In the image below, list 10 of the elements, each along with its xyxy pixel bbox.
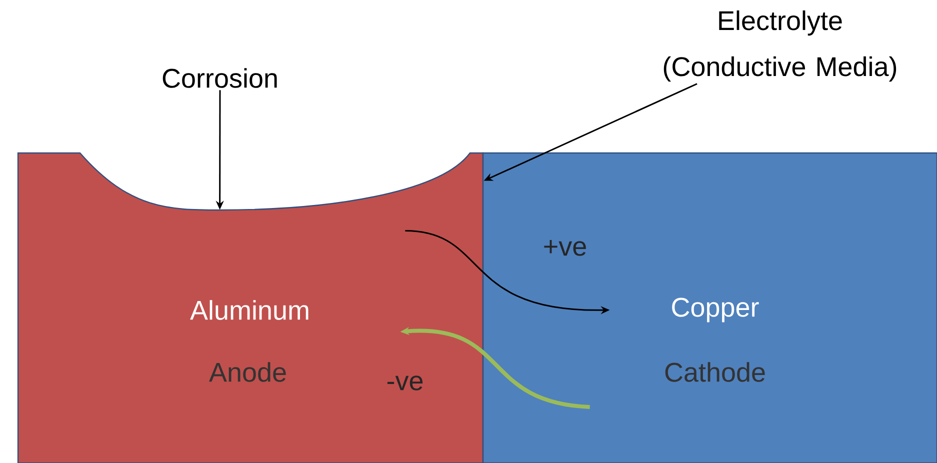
callout-text: Corrosion [162,68,277,88]
block-label: Anode [209,362,286,382]
edge-label: -ve [387,376,423,390]
metal-block [482,152,937,463]
callout-text: Electrolyte (Conductive Media) [664,10,896,82]
block-label: Cathode [665,362,765,382]
block-label: Copper [672,298,759,322]
metal-block [17,152,484,463]
edge-label: +ve [544,240,586,256]
block-label: Aluminum [190,300,308,320]
